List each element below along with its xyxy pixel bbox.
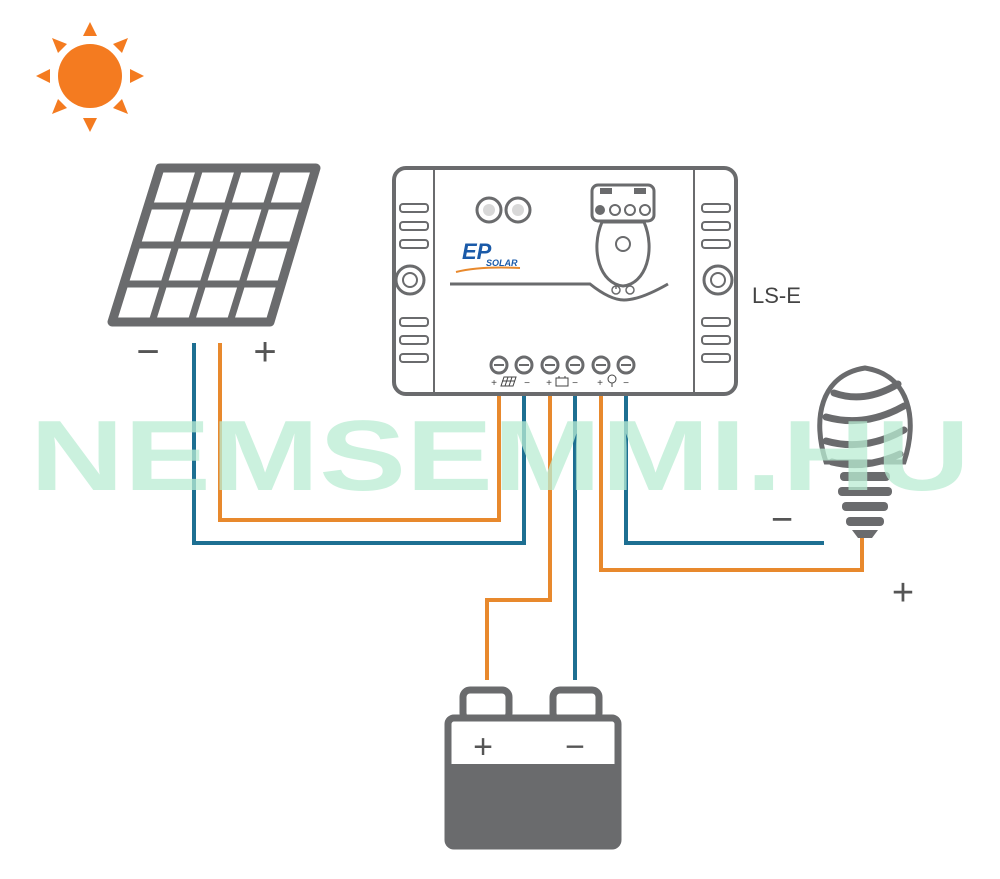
battery-minus-label: − bbox=[565, 728, 585, 766]
panel-negative-wire bbox=[192, 343, 526, 545]
watermark-text: NEMSEMMI.HU bbox=[30, 400, 970, 512]
load-negative-wire bbox=[624, 380, 824, 545]
panel-minus-label: − bbox=[136, 330, 159, 374]
bulb-minus-label: − bbox=[771, 499, 793, 541]
battery-icon bbox=[444, 686, 622, 850]
solar-panel-icon bbox=[107, 163, 321, 327]
mini-panel-icon bbox=[500, 376, 517, 387]
right-vent-slots bbox=[701, 203, 731, 363]
svg-text:−: − bbox=[623, 378, 629, 389]
front-swoosh bbox=[450, 282, 669, 302]
left-vent-slots bbox=[399, 203, 429, 363]
mini-battery-icon bbox=[555, 376, 569, 387]
light-bulb-icon bbox=[817, 365, 913, 538]
battery-plus-label: + bbox=[473, 728, 493, 766]
svg-text:−: − bbox=[572, 378, 578, 389]
ep-solar-logo: EP SOLAR bbox=[455, 239, 521, 273]
status-display bbox=[590, 183, 656, 288]
sun-icon bbox=[36, 22, 144, 132]
led-indicators bbox=[475, 196, 532, 224]
panel-plus-label: + bbox=[253, 330, 276, 374]
terminal-legend: + − + − + − bbox=[491, 374, 629, 389]
power-button-icon bbox=[611, 285, 635, 295]
svg-text:+: + bbox=[546, 378, 552, 389]
svg-text:−: − bbox=[524, 378, 530, 389]
mounting-hole-right bbox=[702, 264, 734, 296]
charge-controller: EP SOLAR bbox=[392, 166, 738, 396]
wires bbox=[192, 343, 864, 680]
mounting-hole-left bbox=[394, 264, 426, 296]
svg-text:+: + bbox=[597, 378, 603, 389]
panel-positive-wire bbox=[218, 343, 501, 522]
controller-model-label: LS-E bbox=[752, 283, 801, 308]
svg-text:EP: EP bbox=[462, 239, 492, 264]
terminal-block bbox=[489, 355, 636, 375]
bulb-plus-label: + bbox=[892, 572, 914, 614]
svg-text:+: + bbox=[491, 378, 497, 389]
load-positive-wire bbox=[599, 380, 864, 572]
svg-text:SOLAR: SOLAR bbox=[486, 258, 518, 268]
battery-positive-wire bbox=[485, 380, 552, 680]
mini-bulb-icon bbox=[607, 374, 617, 387]
